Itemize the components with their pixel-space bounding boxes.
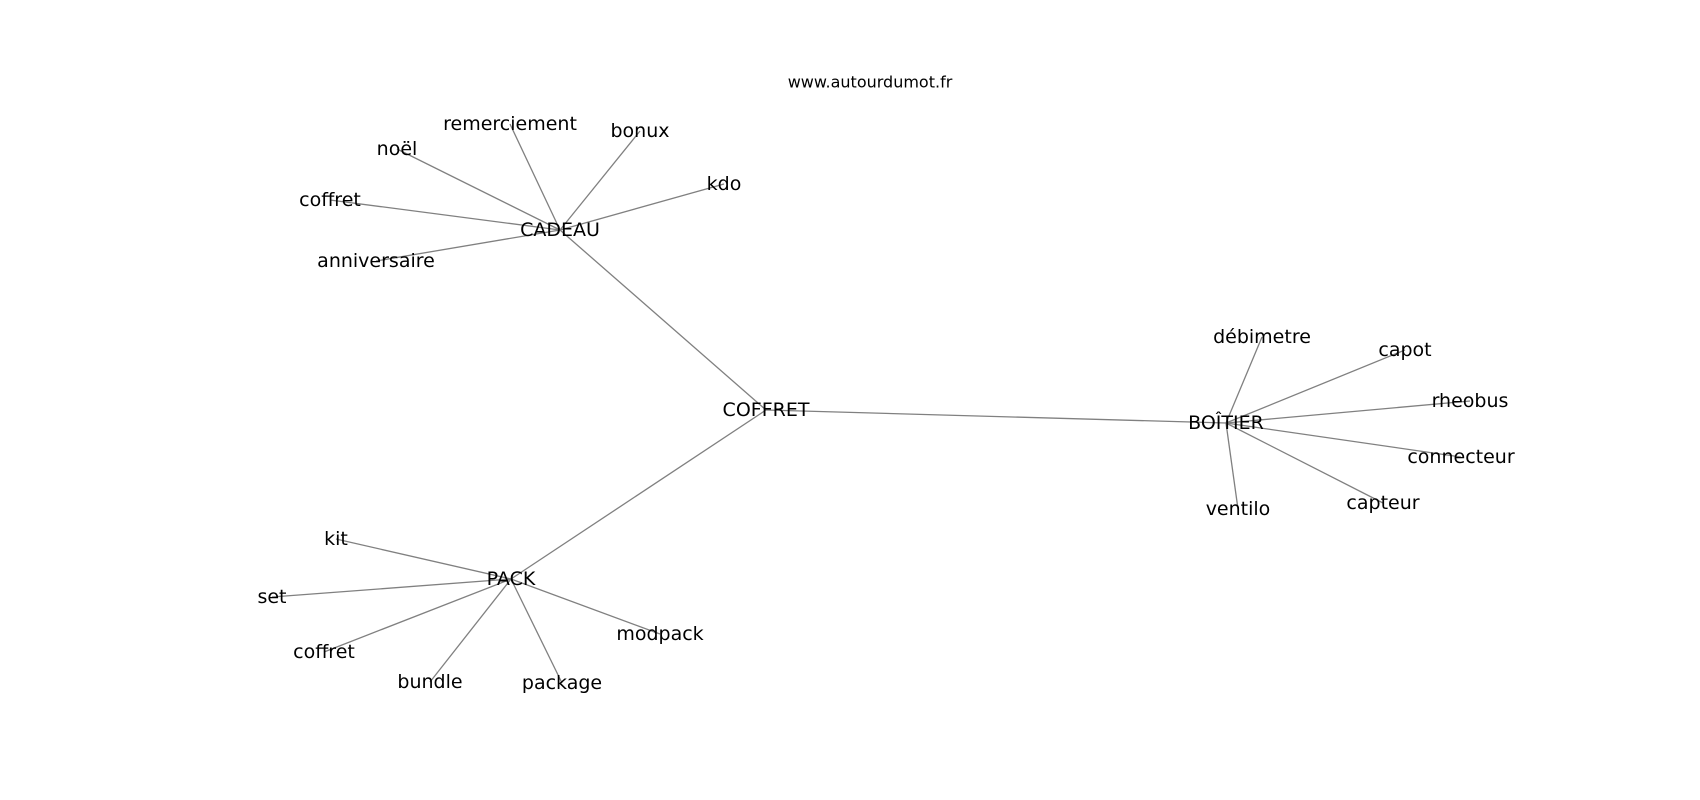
node-cadeau-anniversaire: anniversaire [317,250,435,272]
nodes: COFFRET CADEAU PACK BOÎTIER noël remerciement… [257,113,1514,694]
node-cadeau-kdo: kdo [707,173,742,195]
edge-boitier-boitier_capot [1225,349,1406,424]
edge-boitier-boitier_ventilo [1225,422,1239,510]
edge-pack-pack_kit [335,538,512,580]
edge-coffret_root-pack [510,409,767,580]
edge-cadeau-cadeau_coffret [329,199,561,231]
node-boitier-debimetre: débimetre [1213,326,1311,348]
site-label: www.autourdumot.fr [788,73,953,92]
node-boitier-rheobus: rheobus [1432,390,1509,412]
edge-pack-pack_package [510,578,563,684]
node-pack-coffret: coffret [293,641,355,663]
node-boitier-capteur: capteur [1346,492,1419,514]
node-boitier-connecteur: connecteur [1407,446,1514,468]
edge-pack-pack_set [271,578,512,598]
edge-pack-pack_bundle [429,578,512,683]
edge-boitier-boitier_debimetre [1225,336,1263,424]
node-cadeau-noel: noël [377,138,418,160]
edge-pack-pack_modpack [510,578,661,635]
node-pack-package: package [522,672,602,694]
edge-cadeau-cadeau_bonux [559,130,641,231]
edge-cadeau-cadeau_noel [396,148,561,231]
node-cadeau: CADEAU [520,219,600,241]
edge-coffret_root-cadeau [559,229,767,411]
node-cadeau-remerciement: remerciement [443,113,577,135]
edge-cadeau-cadeau_anniversaire [375,229,561,262]
node-cadeau-bonux: bonux [610,120,669,142]
node-boitier: BOÎTIER [1188,411,1264,434]
edge-boitier-boitier_rheobus [1225,400,1471,424]
edge-coffret_root-boitier [765,409,1227,424]
node-pack-kit: kit [324,528,348,550]
node-boitier-capot: capot [1378,339,1431,361]
edge-cadeau-cadeau_kdo [559,183,725,231]
node-coffret-root: COFFRET [723,399,810,421]
node-pack-set: set [257,586,286,608]
node-pack-bundle: bundle [397,671,462,693]
node-pack-modpack: modpack [616,623,703,645]
node-pack: PACK [487,568,536,590]
edge-boitier-boitier_capteur [1225,422,1384,504]
edge-boitier-boitier_connecteur [1225,422,1462,458]
node-cadeau-coffret: coffret [299,189,361,211]
node-boitier-ventilo: ventilo [1206,498,1271,520]
edges [271,123,1471,684]
edge-pack-pack_coffret [323,578,512,653]
edge-cadeau-cadeau_remerciement [509,123,561,231]
